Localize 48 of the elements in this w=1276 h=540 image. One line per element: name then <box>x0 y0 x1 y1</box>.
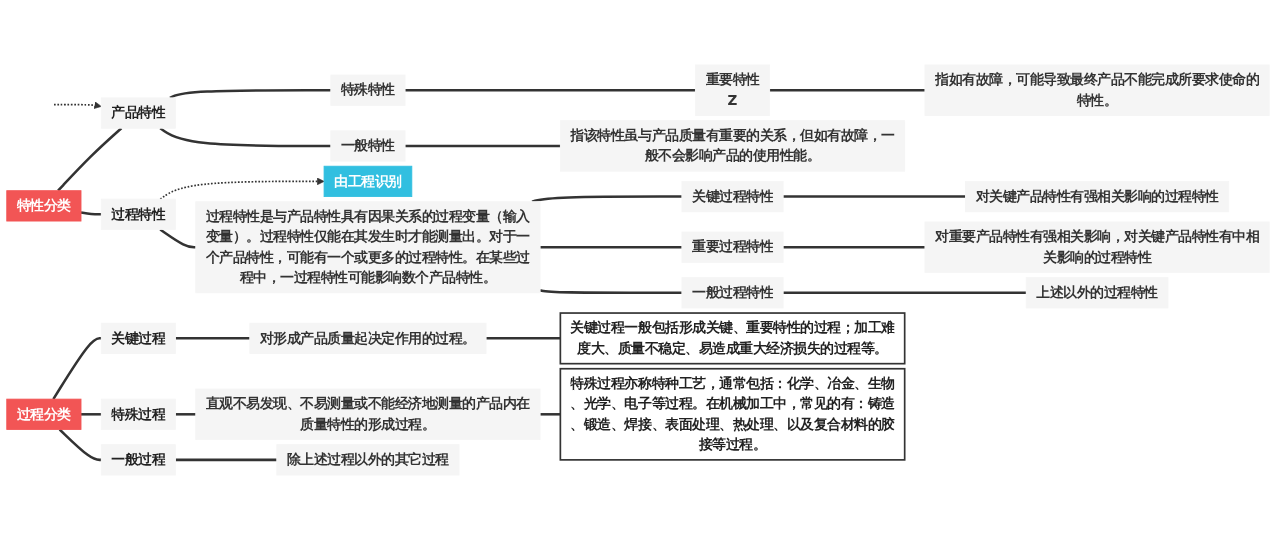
connector <box>57 127 123 192</box>
connector <box>175 337 250 340</box>
node-box: 一般特性 <box>330 130 406 162</box>
node-box: 指如有故障，可能导致最终产品不能完成所要求使命的特性。 <box>924 64 1270 116</box>
connector <box>783 245 925 249</box>
connector <box>405 144 561 148</box>
node-box: 直观不易发现、不易测量或不能经济地测量的产品内在质量特性的形成过程。 <box>195 388 541 441</box>
node-box: 重要过程特性 <box>681 231 784 263</box>
node-box: 对重要产品特性有强相关影响，对关键产品特性有中相关影响的过程特性 <box>924 221 1270 273</box>
node-box: 对形成产品质量起决定作用的过程。 <box>249 322 487 354</box>
node-box: 关键过程特性 <box>681 180 784 213</box>
node-box: 特殊特性 <box>330 74 406 106</box>
connector <box>169 89 331 99</box>
arrow <box>53 101 102 109</box>
node-box: 特殊过程亦称特种工艺，通常包括：化学、冶金、生物、光学、电子等过程。在机械加工中，常见的有：铸造、锻造、焊接、表面处理、热处理、以及复合材料的胶接等过程。 <box>559 367 906 461</box>
node-box: 过程特性 <box>100 198 176 230</box>
node-box: 一般过程特性 <box>681 277 784 309</box>
node-box: 关键过程 <box>100 322 176 354</box>
connector <box>175 458 277 462</box>
node-box: 重要特性 Z <box>694 64 771 116</box>
node-box: 对关键产品特性有强相关影响的过程特性 <box>965 180 1230 213</box>
connector <box>159 228 196 249</box>
node-box: 特性分类 <box>6 190 82 222</box>
node-box: 产品特性 <box>100 97 176 129</box>
connector <box>175 413 196 416</box>
connector <box>81 413 102 416</box>
connector <box>531 195 682 203</box>
connector <box>539 289 682 295</box>
connector <box>58 428 102 462</box>
connector <box>540 245 682 249</box>
node-box: 过程分类 <box>6 398 82 430</box>
connector <box>80 211 102 216</box>
connector <box>486 337 561 340</box>
connector <box>783 291 1027 295</box>
node-box: 特殊过程 <box>100 398 176 430</box>
node-box: 指该特性虽与产品质量有重要的关系，但如有故障，一般不会影响产品的使用性能。 <box>559 120 906 172</box>
connector <box>540 413 561 416</box>
connector <box>769 89 925 92</box>
node-box: 关键过程一般包括形成关键、重要特性的过程；加工难度大、质量不稳定、易造成重大经济损失的过程等。 <box>559 312 906 365</box>
connector <box>405 89 696 92</box>
node-box: 一般过程 <box>100 444 176 476</box>
node-box: 由工程识别 <box>323 165 413 197</box>
connector <box>52 337 102 400</box>
node-box: 上述以外的过程特性 <box>1025 277 1169 309</box>
node-box: 过程特性是与产品特性具有因果关系的过程变量（输入变量）。过程特性仅能在其发生时才能测量出。对于一个产品特性，可能有一个或更多的过程特性。在某些过程中，一过程特性可能影响数个产品特性。 <box>195 201 541 294</box>
node-box: 除上述过程以外的其它过程 <box>276 444 460 476</box>
connector <box>783 195 966 198</box>
connector <box>159 127 331 148</box>
